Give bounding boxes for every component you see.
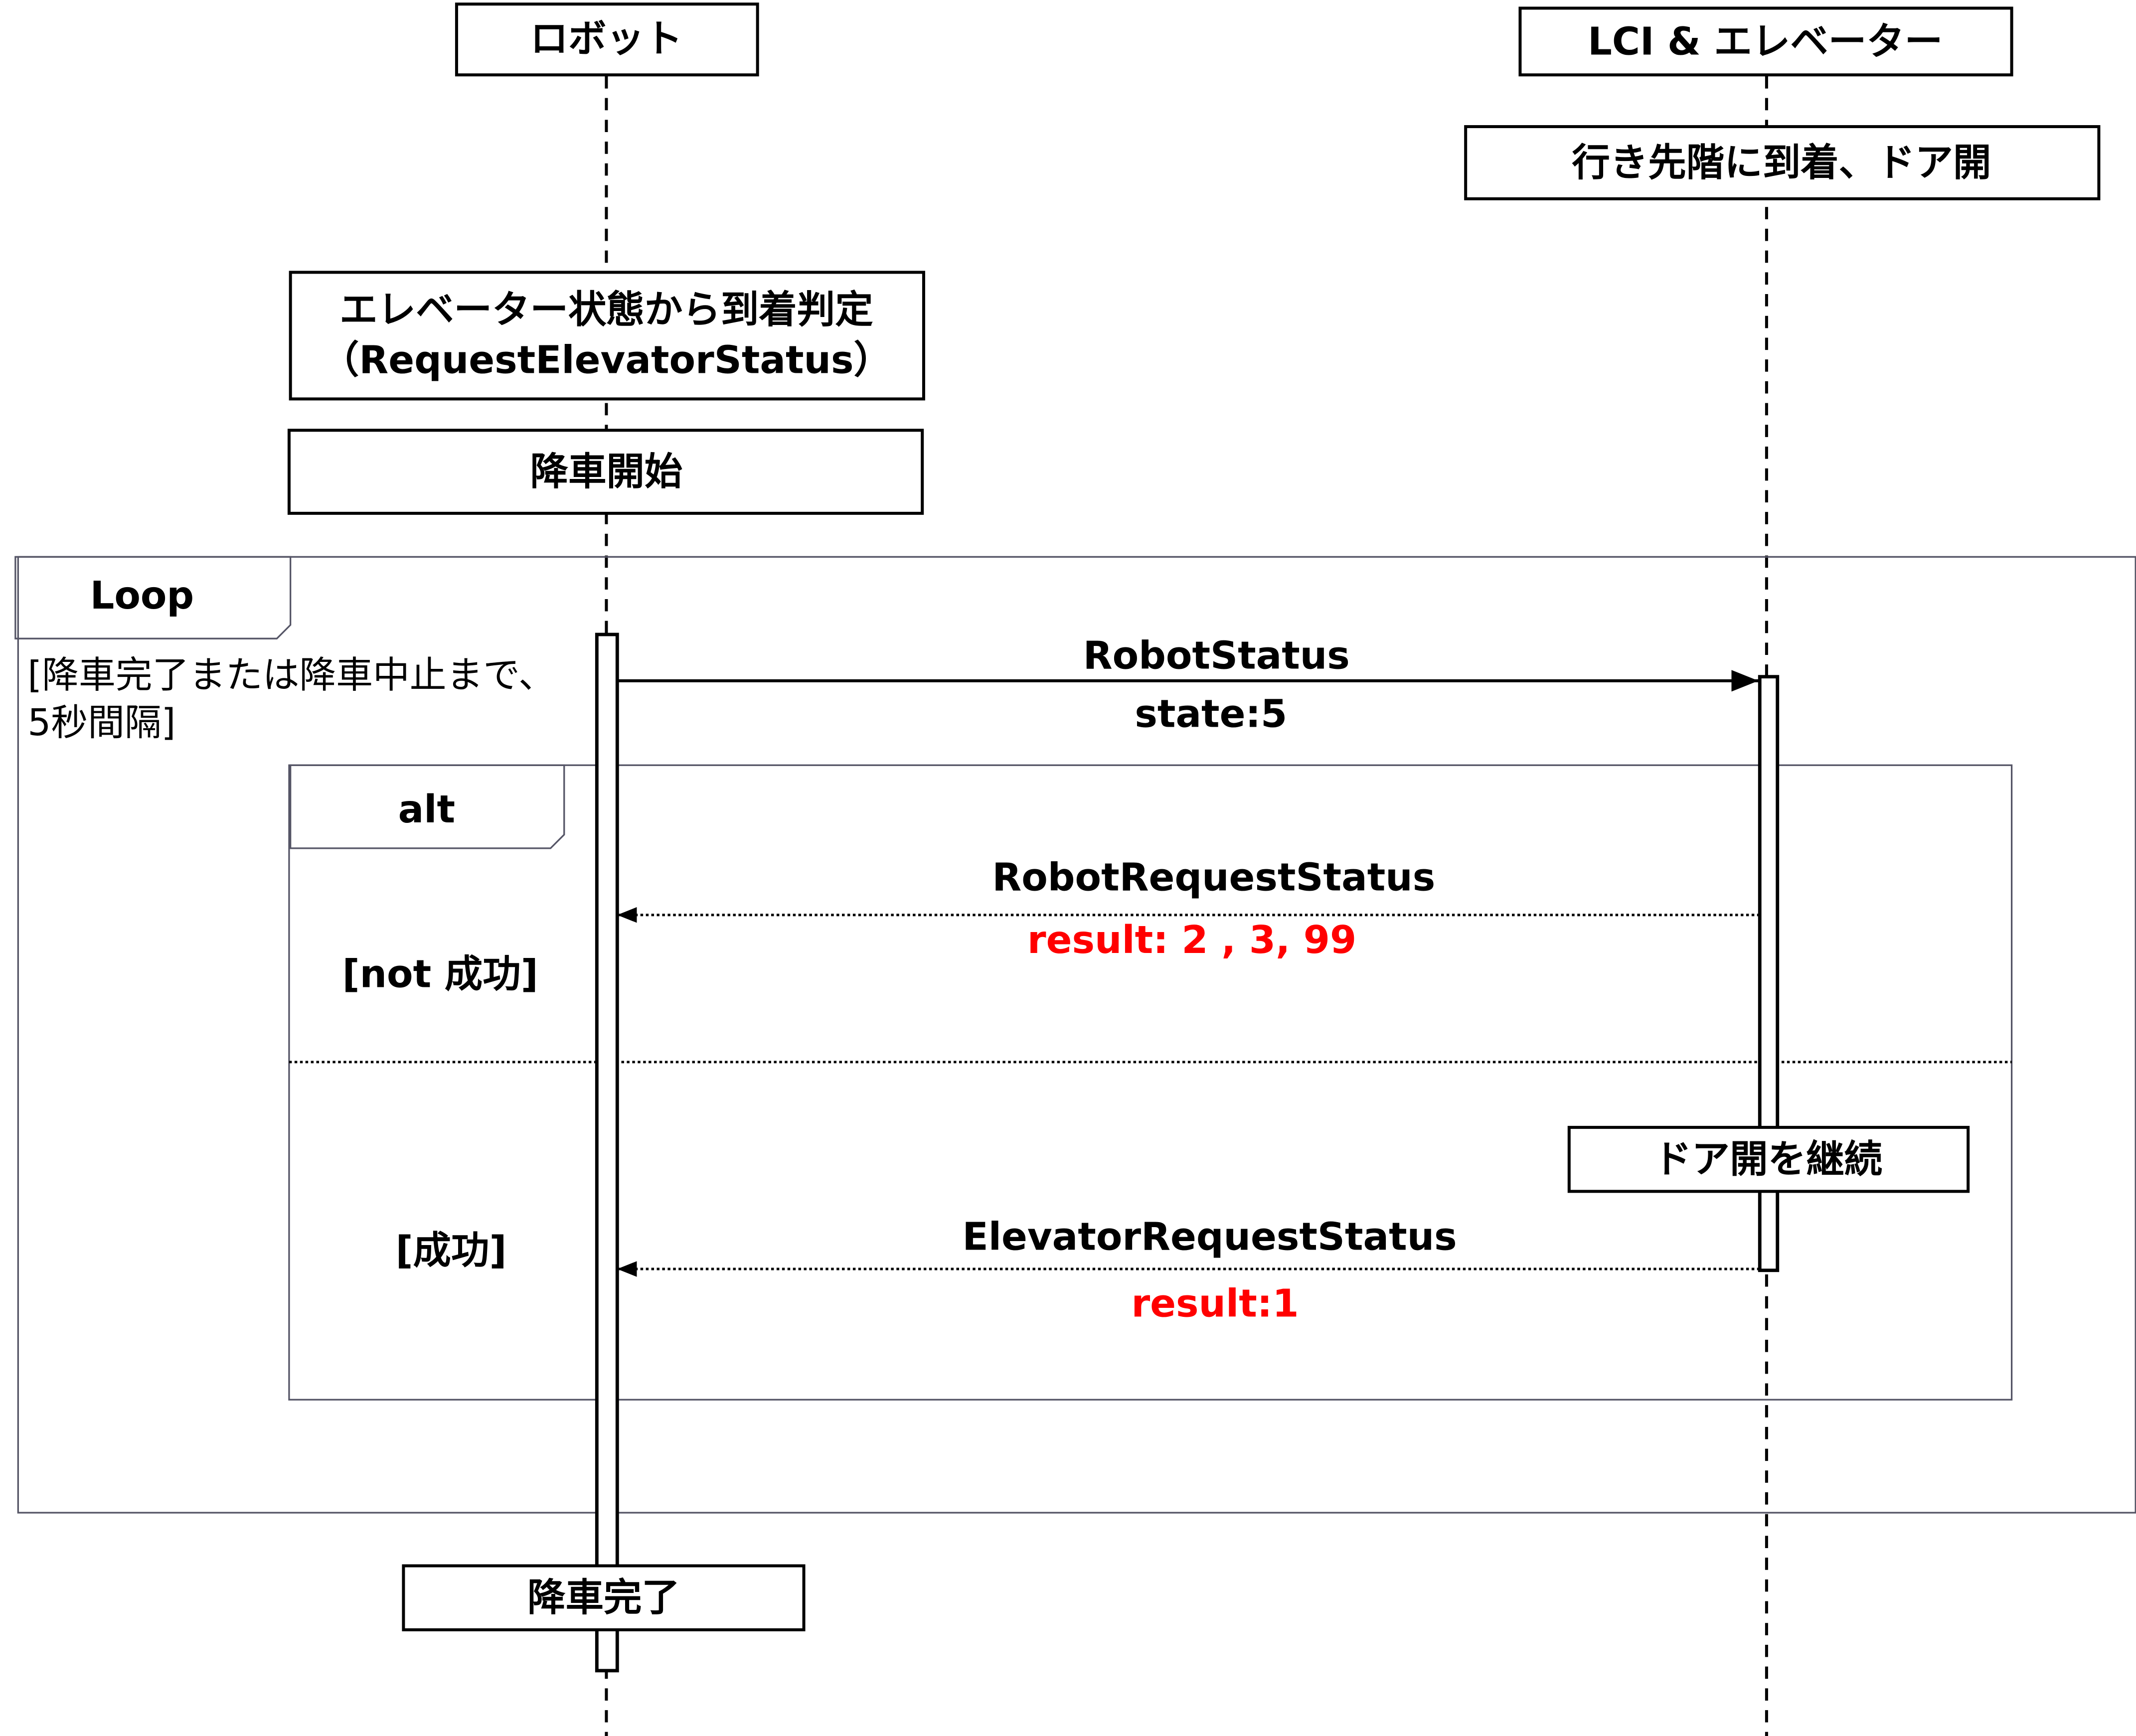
svg-text:RobotRequestStatus: RobotRequestStatus <box>992 856 1435 900</box>
svg-text:降車完了: 降車完了 <box>527 1576 680 1620</box>
svg-text:降車開始: 降車開始 <box>530 450 682 494</box>
loop-guard-line1: [降車完了または降車中止まで、 <box>27 654 555 697</box>
note-arrived: 行き先階に到着、ドア開 <box>1464 125 2101 200</box>
alt-frame: alt [not 成功] [成功] <box>288 764 2013 1401</box>
note-arrival-judge: エレベーター状態から到着判定 （RequestElevatorStatus） <box>289 271 925 401</box>
alt-guard-fail: [not 成功] <box>342 952 538 997</box>
note-complete: 降車完了 <box>402 1564 806 1631</box>
alt-label: alt <box>398 788 455 832</box>
note-continue-open: ドア開を継続 <box>1567 1125 1970 1193</box>
note-start: 降車開始 <box>287 429 924 515</box>
message-elevator-request-status: ElevatorRequestStatus result:1 <box>617 1215 1760 1326</box>
svg-text:RobotStatus: RobotStatus <box>1083 633 1350 678</box>
svg-text:（RequestElevatorStatus）: （RequestElevatorStatus） <box>321 338 892 383</box>
svg-text:ロボット: ロボット <box>530 17 682 61</box>
svg-text:行き先階に到着、ドア開: 行き先階に到着、ドア開 <box>1572 141 1991 185</box>
svg-text:ドア開を継続: ドア開を継続 <box>1653 1137 1882 1182</box>
svg-text:result:1: result:1 <box>1131 1282 1299 1326</box>
svg-text:LCI & エレベーター: LCI & エレベーター <box>1588 19 1943 64</box>
svg-text:ElevatorRequestStatus: ElevatorRequestStatus <box>963 1215 1457 1260</box>
robot-activation <box>595 632 619 1673</box>
svg-text:result: 2 , 3, 99: result: 2 , 3, 99 <box>1027 918 1356 962</box>
robot-participant: ロボット <box>455 2 759 77</box>
svg-text:エレベーター状態から到着判定: エレベーター状態から到着判定 <box>339 288 873 332</box>
svg-text:state:5: state:5 <box>1135 692 1287 737</box>
loop-label: Loop <box>90 574 194 618</box>
loop-guard-line2: 5秒間隔] <box>27 702 175 744</box>
lci-participant: LCI & エレベーター <box>1518 6 2013 77</box>
message-robot-request-status: RobotRequestStatus result: 2 , 3, 99 <box>617 856 1760 962</box>
alt-guard-success: [成功] <box>396 1229 507 1273</box>
loop-frame: Loop [降車完了または降車中止まで、 5秒間隔] <box>14 556 2136 1514</box>
message-robot-status: RobotStatus state:5 <box>617 633 1759 737</box>
